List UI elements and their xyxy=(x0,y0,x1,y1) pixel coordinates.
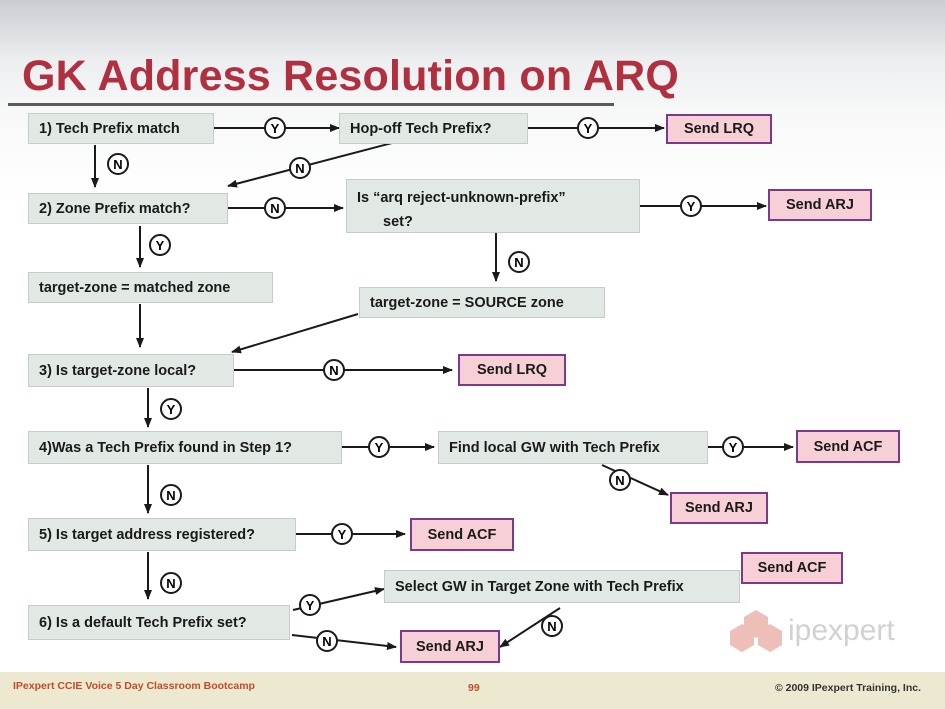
step-zone-prefix-match: 2) Zone Prefix match? xyxy=(28,193,228,224)
decision-no: N xyxy=(289,157,311,179)
decision-no: N xyxy=(107,153,129,175)
decision-yes: Y xyxy=(264,117,286,139)
step-label: 1) Tech Prefix match xyxy=(39,120,180,137)
decision-yes: Y xyxy=(149,234,171,256)
arrow-selectgw-to-arj xyxy=(499,607,561,648)
step-default-tech-prefix: 6) Is a default Tech Prefix set? xyxy=(28,605,290,640)
step-tech-prefix-match: 1) Tech Prefix match xyxy=(28,113,214,144)
decision-no: N xyxy=(609,469,631,491)
step-label: 2) Zone Prefix match? xyxy=(39,200,191,217)
arrow-source-to-step3 xyxy=(231,313,359,354)
decision-yes: Y xyxy=(722,436,744,458)
step-label: Find local GW with Tech Prefix xyxy=(449,439,660,456)
step-label: target-zone = matched zone xyxy=(39,279,231,296)
logo-text: ipexpert xyxy=(788,614,895,647)
step-hop-off-tech-prefix: Hop-off Tech Prefix? xyxy=(339,113,528,144)
decision-no: N xyxy=(508,251,530,273)
footer-copyright: © 2009 IPexpert Training, Inc. xyxy=(774,682,921,694)
decision-yes: Y xyxy=(160,398,182,420)
decision-no: N xyxy=(316,630,338,652)
step-target-registered: 5) Is target address registered? xyxy=(28,518,296,551)
step-label: 3) Is target-zone local? xyxy=(39,362,197,379)
decision-no: N xyxy=(160,572,182,594)
decision-no: N xyxy=(323,359,345,381)
step-label: Select GW in Target Zone with Tech Prefi… xyxy=(395,578,684,595)
step-tech-prefix-found: 4)Was a Tech Prefix found in Step 1? xyxy=(28,431,342,464)
outcome-send-arj-2: Send ARJ xyxy=(670,492,768,524)
outcome-send-acf-1: Send ACF xyxy=(796,430,900,463)
step-find-local-gw: Find local GW with Tech Prefix xyxy=(438,431,708,464)
decision-yes: Y xyxy=(299,594,321,616)
step-label: 5) Is target address registered? xyxy=(39,526,255,543)
outcome-send-lrq-2: Send LRQ xyxy=(458,354,566,386)
decision-yes: Y xyxy=(577,117,599,139)
decision-no: N xyxy=(160,484,182,506)
decision-yes: Y xyxy=(368,436,390,458)
step-label: Hop-off Tech Prefix? xyxy=(350,120,492,137)
footer-course: IPexpert CCIE Voice 5 Day Classroom Boot… xyxy=(13,680,255,692)
step-target-zone-matched: target-zone = matched zone xyxy=(28,272,273,303)
outcome-send-lrq-1: Send LRQ xyxy=(666,114,772,144)
arrow-step6-to-arj xyxy=(291,634,397,650)
decision-no: N xyxy=(541,615,563,637)
footer-bar xyxy=(0,672,945,709)
step-arq-reject-unknown-prefix: Is “arq reject-unknown-prefix” set? xyxy=(346,179,640,233)
step-target-zone-local: 3) Is target-zone local? xyxy=(28,354,234,387)
step-label-line1: Is “arq reject-unknown-prefix” xyxy=(357,190,566,206)
outcome-send-acf-3: Send ACF xyxy=(741,552,843,584)
step-label-line2: set? xyxy=(383,214,413,230)
step-label: target-zone = SOURCE zone xyxy=(370,294,564,311)
decision-yes: Y xyxy=(680,195,702,217)
outcome-send-arj-1: Send ARJ xyxy=(768,189,872,221)
step-label: 6) Is a default Tech Prefix set? xyxy=(39,614,247,631)
title-divider xyxy=(8,103,614,106)
step-target-zone-source: target-zone = SOURCE zone xyxy=(359,287,605,318)
decision-no: N xyxy=(264,197,286,219)
outcome-send-acf-2: Send ACF xyxy=(410,518,514,551)
ipexpert-logo-icon xyxy=(730,610,782,652)
footer-page-number: 99 xyxy=(468,682,480,694)
step-label: 4)Was a Tech Prefix found in Step 1? xyxy=(39,439,292,456)
slide-title: GK Address Resolution on ARQ xyxy=(22,52,680,100)
decision-yes: Y xyxy=(331,523,353,545)
step-select-gw: Select GW in Target Zone with Tech Prefi… xyxy=(384,570,740,603)
outcome-send-arj-3: Send ARJ xyxy=(400,630,500,663)
